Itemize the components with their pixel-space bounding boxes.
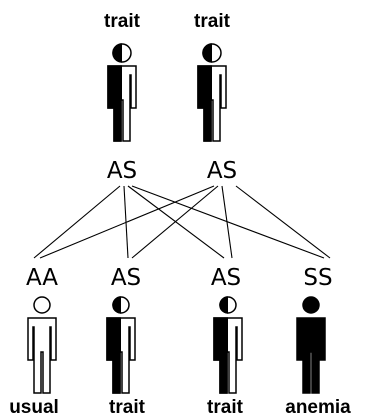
parent-1-genotype: AS (107, 158, 137, 184)
child-3-status: trait (207, 397, 244, 417)
child-1-status: usual (9, 397, 59, 417)
line-p2-child1 (39, 185, 215, 259)
child-1-figure (27, 296, 57, 394)
line-p1-child1 (33, 185, 121, 259)
line-p2-child3 (221, 185, 233, 259)
line-p1-child4 (131, 185, 325, 259)
child-1-genotype: AA (26, 265, 58, 291)
child-2-status: trait (109, 397, 146, 417)
child-4-figure (296, 296, 326, 394)
parent-2-status: trait (194, 11, 231, 32)
child-4-genotype: SS (303, 265, 332, 291)
child-3-genotype: AS (211, 265, 241, 291)
inheritance-lines (33, 185, 331, 259)
parent-2-figure (197, 43, 227, 142)
child-2-genotype: AS (111, 265, 141, 291)
child-4-status: anemia (285, 397, 351, 417)
parent-1-status: trait (104, 11, 141, 32)
parent-1-figure (107, 43, 137, 142)
child-2-figure (106, 296, 136, 394)
line-p2-child4 (235, 185, 331, 259)
parent-2-genotype: AS (207, 158, 237, 184)
child-3-figure-fill (213, 317, 228, 394)
line-p2-child2 (131, 185, 219, 259)
line-p1-child3 (127, 185, 225, 259)
